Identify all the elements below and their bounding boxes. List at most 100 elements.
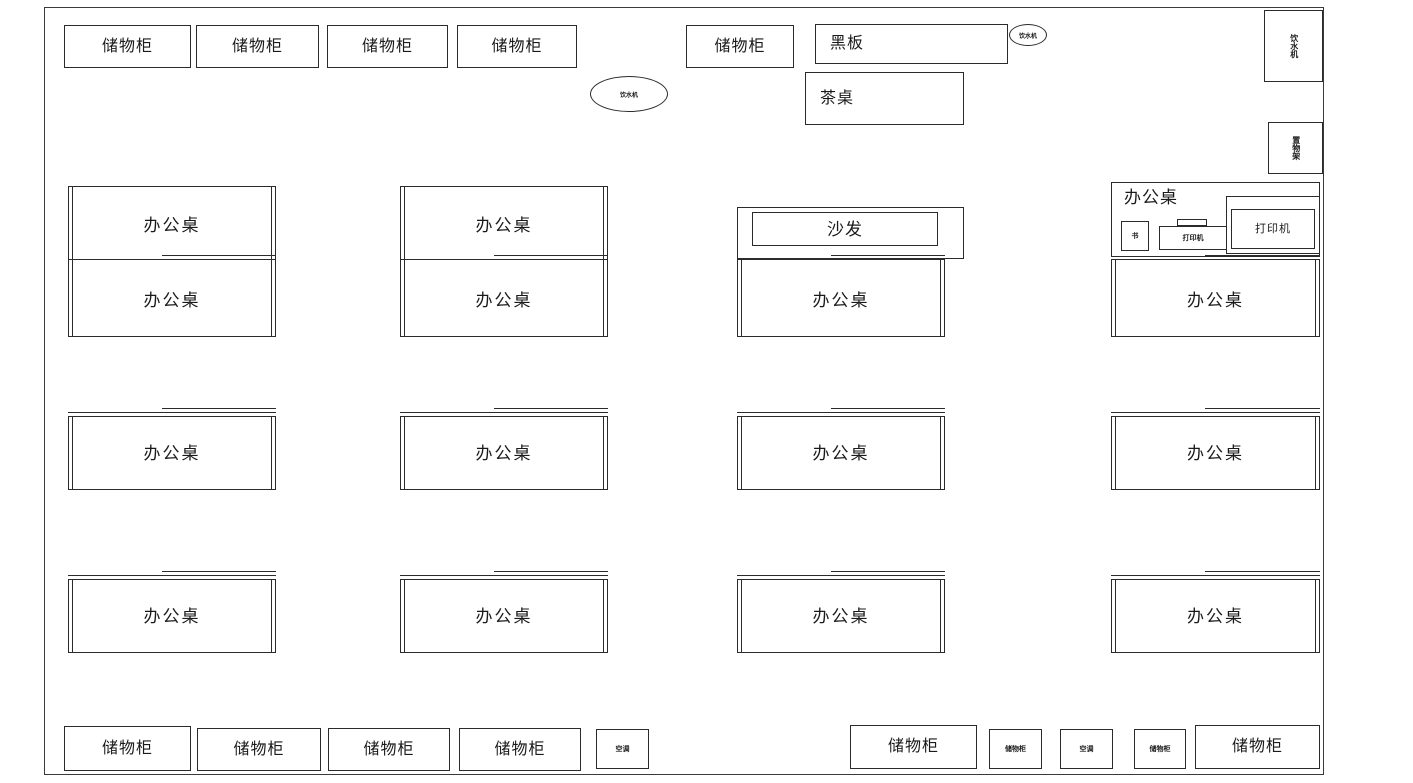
office-desk-label: 办公桌 [1187,606,1244,626]
desk-surface: 办公桌 [68,412,276,490]
office-desk-r3c3[interactable]: 办公桌 [737,571,945,653]
desk-rail-left [68,186,73,261]
storage-cabinet-top-4[interactable]: 储物柜 [457,25,577,68]
building-outer-wall [44,7,1324,775]
desk-rail-top [400,575,608,580]
office-desk-label: 办公桌 [1187,443,1244,463]
office-desk-r1c3[interactable]: 办公桌 [737,255,945,337]
blackboard[interactable]: 黑板 [815,24,1008,64]
office-desk-r1c2-upper[interactable]: 办公桌 [400,186,608,261]
storage-cabinet-label: 储物柜 [361,37,413,55]
office-desk-label: 办公桌 [1124,188,1178,207]
desk-rail-top [737,412,945,417]
storage-cabinet-bottom-2[interactable]: 储物柜 [197,728,321,771]
storage-cabinet-bottom-5[interactable]: 储物柜 [850,725,977,769]
office-desk-r3c2[interactable]: 办公桌 [400,571,608,653]
air-conditioner-bottom-right[interactable]: 空调 [1060,729,1113,769]
storage-cabinet-label: 储物柜 [1149,744,1171,753]
printer-large[interactable]: 打印机 [1231,209,1315,249]
storage-cabinet-label: 储物柜 [231,37,283,55]
desk-rail-right [603,186,608,261]
storage-cabinet-top-2[interactable]: 储物柜 [196,25,319,68]
desk-surface: 办公桌 [400,575,608,653]
office-desk-r1c1-lower[interactable]: 办公桌 [68,255,276,337]
office-desk-label: 办公桌 [475,290,533,310]
storage-cabinet-bottom-7[interactable]: 储物柜 [1134,729,1186,769]
desk-rail-right [271,186,276,261]
office-desk-label: 办公桌 [143,443,201,463]
air-conditioner-label: 空调 [615,744,630,753]
desk-rail-left [68,259,73,337]
desk-divider-nub [493,255,608,259]
water-dispenser-label: 饮水机 [619,92,638,99]
right-wall-unit-1-label: 饮水机 [1289,34,1299,58]
office-desk-label: 办公桌 [812,443,870,463]
desk-rail-left [400,412,405,490]
storage-cabinet-label: 储物柜 [714,37,766,55]
printer-label: 打印机 [1182,233,1204,242]
desk-rail-right [940,412,945,490]
desk-divider-nub [493,571,608,575]
storage-cabinet-bottom-8[interactable]: 储物柜 [1195,725,1320,769]
right-wall-unit-2[interactable]: 置物架 [1268,122,1323,174]
storage-cabinet-top-3[interactable]: 储物柜 [327,25,448,68]
sofa-label: 沙发 [827,219,863,239]
office-desk-r3c1[interactable]: 办公桌 [68,571,276,653]
storage-cabinet-bottom-1[interactable]: 储物柜 [64,726,191,771]
desk-item-book[interactable]: 书 [1121,221,1149,251]
desk-rail-left [1111,575,1116,653]
tea-table-label: 茶桌 [820,89,855,107]
office-desk-label: 办公桌 [143,216,201,235]
desk-rail-right [271,412,276,490]
office-desk-label: 办公桌 [143,290,201,310]
desk-rail-right [271,575,276,653]
office-desk-r2c3[interactable]: 办公桌 [737,408,945,490]
office-desk-r1c1-upper[interactable]: 办公桌 [68,186,276,261]
desk-divider-nub [161,255,276,259]
storage-cabinet-bottom-3[interactable]: 储物柜 [328,728,450,771]
water-dispenser-icon-right[interactable]: 饮水机 [1009,24,1047,46]
office-desk-r1c2-lower[interactable]: 办公桌 [400,255,608,337]
desk-rail-top [1111,575,1320,580]
office-desk-r2c1[interactable]: 办公桌 [68,408,276,490]
storage-cabinet-bottom-6[interactable]: 储物柜 [989,729,1042,769]
storage-cabinet-top-1[interactable]: 储物柜 [64,25,191,68]
air-conditioner-bottom-left[interactable]: 空调 [596,729,649,769]
desk-rail-left [1111,259,1116,337]
office-desk-label: 办公桌 [143,606,201,626]
desk-rail-left [737,259,742,337]
water-dispenser-icon-left[interactable]: 饮水机 [590,76,668,112]
desk-surface: 办公桌 [1111,412,1320,490]
desk-surface: 办公桌 [400,259,608,337]
desk-divider-nub [161,571,276,575]
storage-cabinet-bottom-4[interactable]: 储物柜 [459,728,581,771]
office-desk-label: 办公桌 [475,216,533,235]
office-desk-r1c4-lower[interactable]: 办公桌 [1111,255,1320,337]
office-desk-r3c4[interactable]: 办公桌 [1111,571,1320,653]
desk-surface: 办公桌 [400,412,608,490]
desk-divider-nub [493,408,608,412]
storage-cabinet-top-5[interactable]: 储物柜 [686,25,794,68]
office-desk-r2c4[interactable]: 办公桌 [1111,408,1320,490]
storage-cabinet-label: 储物柜 [101,739,153,757]
desk-rail-left [68,575,73,653]
tea-table[interactable]: 茶桌 [805,72,964,125]
storage-cabinet-label: 储物柜 [1231,738,1283,755]
storage-cabinet-label: 储物柜 [494,740,546,758]
office-desk-label: 办公桌 [1187,290,1244,310]
sofa[interactable]: 沙发 [752,212,938,246]
office-desk-label: 办公桌 [812,290,870,310]
storage-cabinet-label: 储物柜 [363,740,415,758]
printer-small-top-tray [1177,219,1207,226]
right-wall-unit-1[interactable]: 饮水机 [1264,10,1323,82]
office-desk-r2c2[interactable]: 办公桌 [400,408,608,490]
desk-surface: 办公桌 [737,412,945,490]
desk-divider-nub [1205,571,1320,575]
desk-rail-right [603,412,608,490]
printer-small[interactable]: 打印机 [1159,226,1227,250]
desk-rail-left [400,186,405,261]
water-dispenser-label: 饮水机 [1018,33,1037,40]
desk-surface: 办公桌 [737,259,945,337]
desk-rail-left [68,412,73,490]
desk-rail-right [603,259,608,337]
